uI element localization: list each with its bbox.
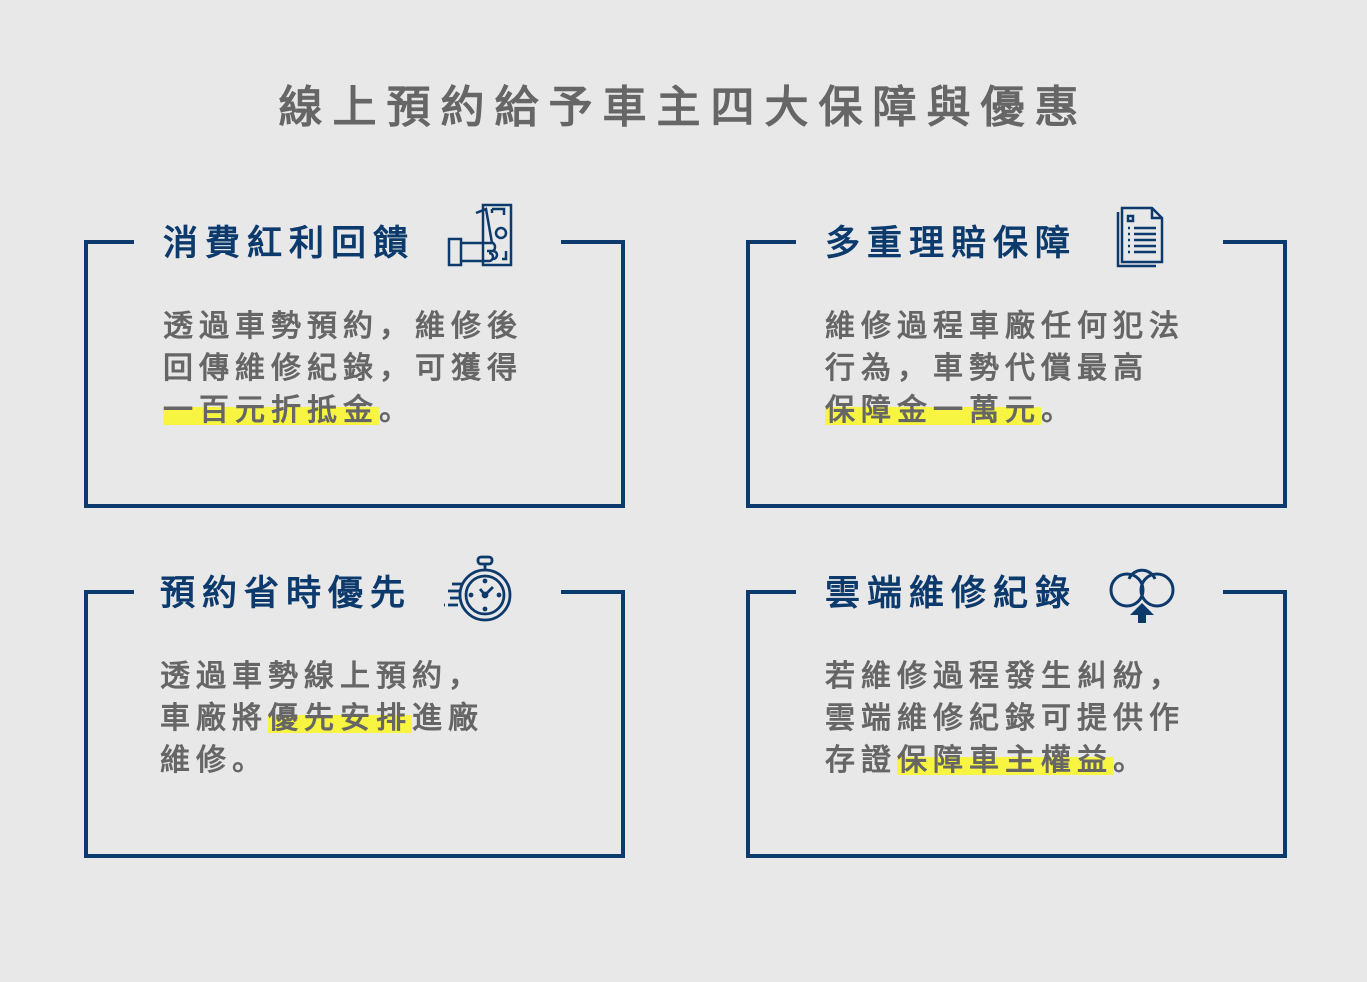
frame-border [746, 240, 796, 508]
body-line: 存證保障車主權益。 [825, 740, 1185, 782]
card-heading: 預約省時優先 [160, 573, 413, 614]
text: 回傳維修紀錄，可獲得 [163, 351, 523, 386]
body-line: 回傳維修紀錄，可獲得 [163, 348, 523, 390]
frame-border [84, 854, 625, 858]
text: 。 [1113, 743, 1149, 778]
text: 維修。 [160, 743, 268, 778]
card-cloud-records: 雲端維修紀錄 若維修過程發生糾紛， 雲端維修紀錄可提供作 存證保障車主權益。 [746, 568, 1287, 858]
body-line: 保障金一萬元。 [825, 390, 1185, 432]
stopwatch-icon [444, 555, 512, 622]
card-priority-booking: 預約省時優先 透過車勢線上預約， 車廠將優先安排進廠 維修。 [84, 555, 625, 858]
card-bonus-rebate: 消費紅利回饋 透過車勢預約，維修後 回傳維修紀錄，可獲得 一百元折抵金。 [84, 203, 625, 508]
text: 車廠將 [160, 701, 268, 736]
body-line: 雲端維修紀錄可提供作 [825, 698, 1185, 740]
frame-border [746, 504, 1287, 508]
text: 透過車勢線上預約， [160, 659, 484, 694]
highlighted-text: 保障車主權益 [897, 743, 1113, 778]
body-line: 車廠將優先安排進廠 [160, 698, 484, 740]
text: 雲端維修紀錄可提供作 [825, 701, 1185, 736]
frame-border [561, 240, 625, 508]
cloud-upload-icon [1109, 568, 1175, 623]
text: 進廠 [412, 701, 484, 736]
hand-holding-cash-icon [447, 203, 513, 267]
body-line: 若維修過程發生糾紛， [825, 656, 1185, 698]
body-line: 透過車勢線上預約， [160, 656, 484, 698]
card-body: 透過車勢線上預約， 車廠將優先安排進廠 維修。 [160, 656, 484, 782]
frame-border [746, 854, 1287, 858]
text: 透過車勢預約，維修後 [163, 309, 523, 344]
text: 維修過程車廠任何犯法 [825, 309, 1185, 344]
text: 若維修過程發生糾紛， [825, 659, 1185, 694]
body-line: 一百元折抵金。 [163, 390, 523, 432]
frame-border [1223, 240, 1287, 508]
card-heading: 雲端維修紀錄 [825, 573, 1078, 614]
card-body: 維修過程車廠任何犯法 行為，車勢代償最高 保障金一萬元。 [825, 306, 1185, 432]
card-heading: 消費紅利回饋 [163, 223, 416, 264]
text: 。 [379, 393, 415, 428]
frame-border [84, 240, 134, 508]
frame-border [1223, 590, 1287, 858]
card-heading: 多重理賠保障 [825, 223, 1078, 264]
body-line: 維修。 [160, 740, 484, 782]
frame-border [84, 504, 625, 508]
frame-border [746, 590, 796, 858]
card-body: 若維修過程發生糾紛， 雲端維修紀錄可提供作 存證保障車主權益。 [825, 656, 1185, 782]
text: 行為，車勢代償最高 [825, 351, 1149, 386]
frame-border [561, 590, 625, 858]
text: 存證 [825, 743, 897, 778]
document-list-icon [1116, 206, 1164, 268]
text: 。 [1041, 393, 1077, 428]
highlighted-text: 保障金一萬元 [825, 393, 1041, 428]
card-multi-insurance: 多重理賠保障 維修過程車廠任何犯法 行為，車勢代償最高 保障金一萬元。 [746, 206, 1287, 508]
card-body: 透過車勢預約，維修後 回傳維修紀錄，可獲得 一百元折抵金。 [163, 306, 523, 432]
frame-border [84, 590, 134, 858]
highlighted-text: 一百元折抵金 [163, 393, 379, 428]
page-title: 線上預約給予車主四大保障與優惠 [278, 82, 1089, 133]
body-line: 維修過程車廠任何犯法 [825, 306, 1185, 348]
body-line: 行為，車勢代償最高 [825, 348, 1185, 390]
highlighted-text: 優先安排 [268, 701, 412, 736]
body-line: 透過車勢預約，維修後 [163, 306, 523, 348]
